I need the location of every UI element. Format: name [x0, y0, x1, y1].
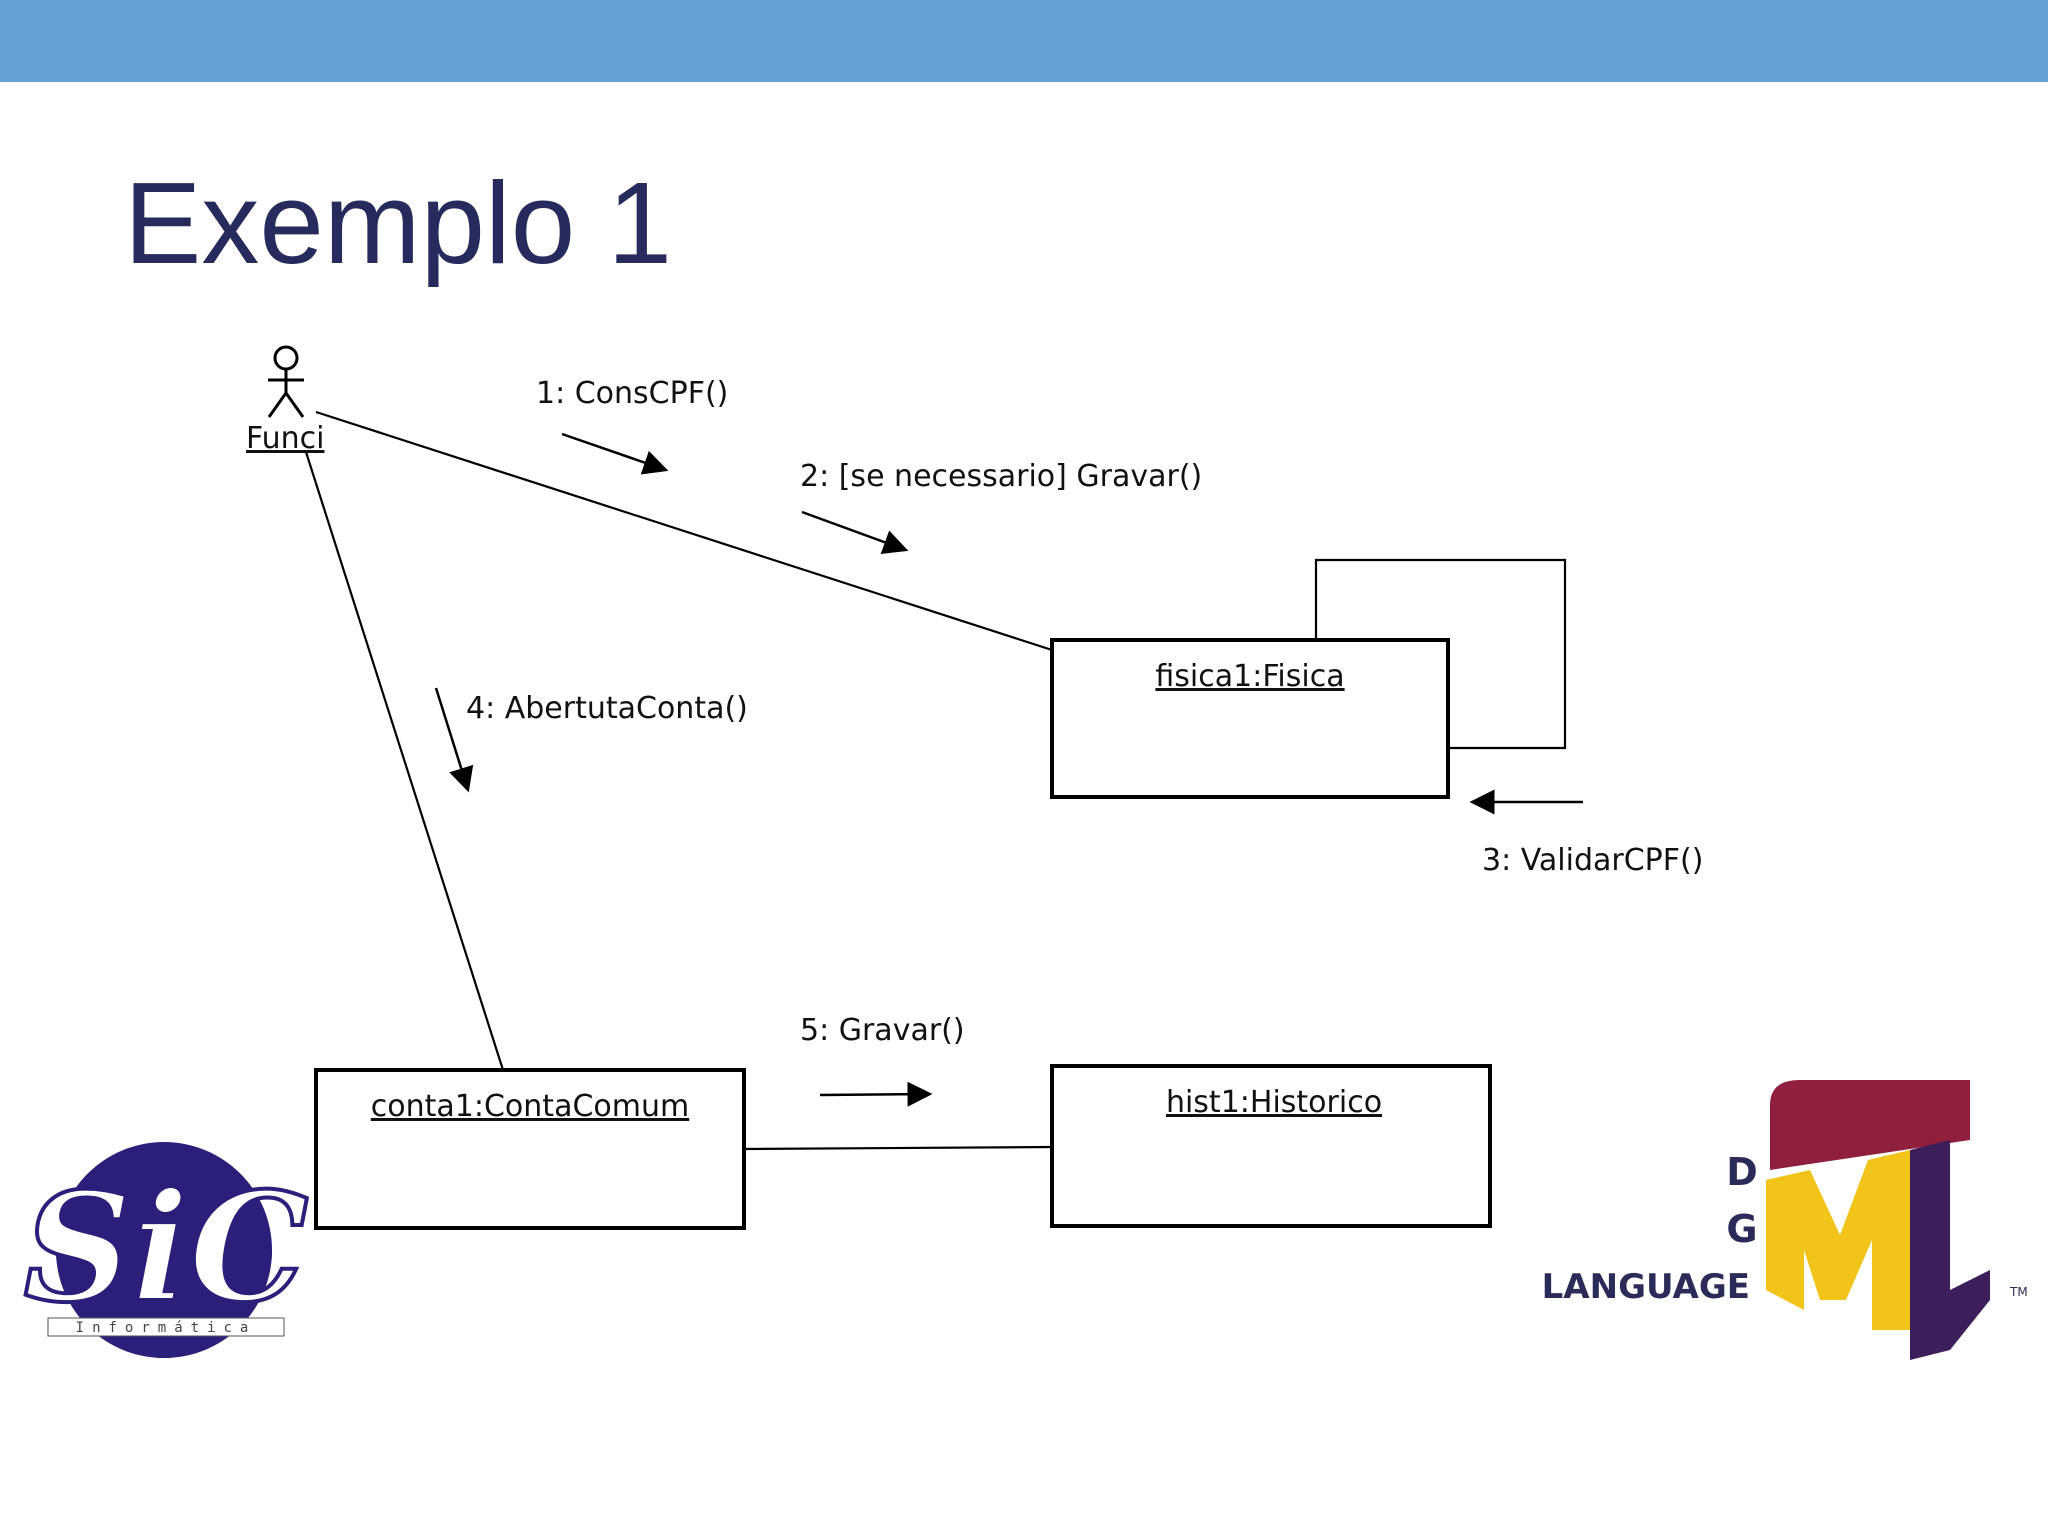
sic-logo-subtitle: Informática: [76, 1320, 257, 1336]
stick-figure-icon: [267, 345, 305, 418]
object-label: fisica1:Fisica: [1155, 659, 1344, 694]
link-funci-fisica1: [315, 410, 1053, 652]
message-arrow-2: [801, 510, 909, 555]
message-label-4: 4: AbertutaConta(): [466, 691, 748, 726]
message-label-1: 1: ConsCPF(): [536, 376, 728, 411]
slide-title: Exemplo 1: [124, 158, 673, 288]
actor-label: Funci: [246, 421, 324, 456]
message-arrow-4: [434, 687, 474, 793]
sic-informatica-logo: SiC Informática: [22, 1142, 310, 1358]
object-conta1[interactable]: conta1:ContaComum: [314, 1068, 746, 1230]
message-label-3: 3: ValidarCPF(): [1482, 843, 1703, 878]
sic-logo-text: SiC: [24, 1160, 309, 1336]
actor-funci[interactable]: Funci: [246, 345, 324, 456]
message-label-5: 5: Gravar(): [800, 1013, 965, 1048]
link-conta1-hist1: [743, 1145, 1053, 1151]
uml-trademark: TM: [2009, 1285, 2028, 1299]
uml-letter-g: G: [1726, 1207, 1757, 1251]
object-fisica1[interactable]: fisica1:Fisica: [1050, 638, 1450, 799]
uml-letter-d: D: [1726, 1150, 1758, 1194]
top-band: [0, 0, 2048, 82]
object-label: conta1:ContaComum: [371, 1089, 689, 1124]
object-hist1[interactable]: hist1:Historico: [1050, 1064, 1492, 1228]
uml-language-text: LANGUAGE: [1542, 1267, 1750, 1307]
link-funci-conta1: [304, 451, 505, 1071]
self-link-fisica1: [1314, 558, 1567, 750]
message-arrow-1: [561, 432, 669, 475]
message-arrow-5: [819, 1081, 933, 1107]
object-label: hist1:Historico: [1166, 1085, 1382, 1120]
uml-logo: D G LANGUAGE TM: [1542, 1080, 2028, 1360]
message-label-2: 2: [se necessario] Gravar(): [800, 459, 1202, 494]
